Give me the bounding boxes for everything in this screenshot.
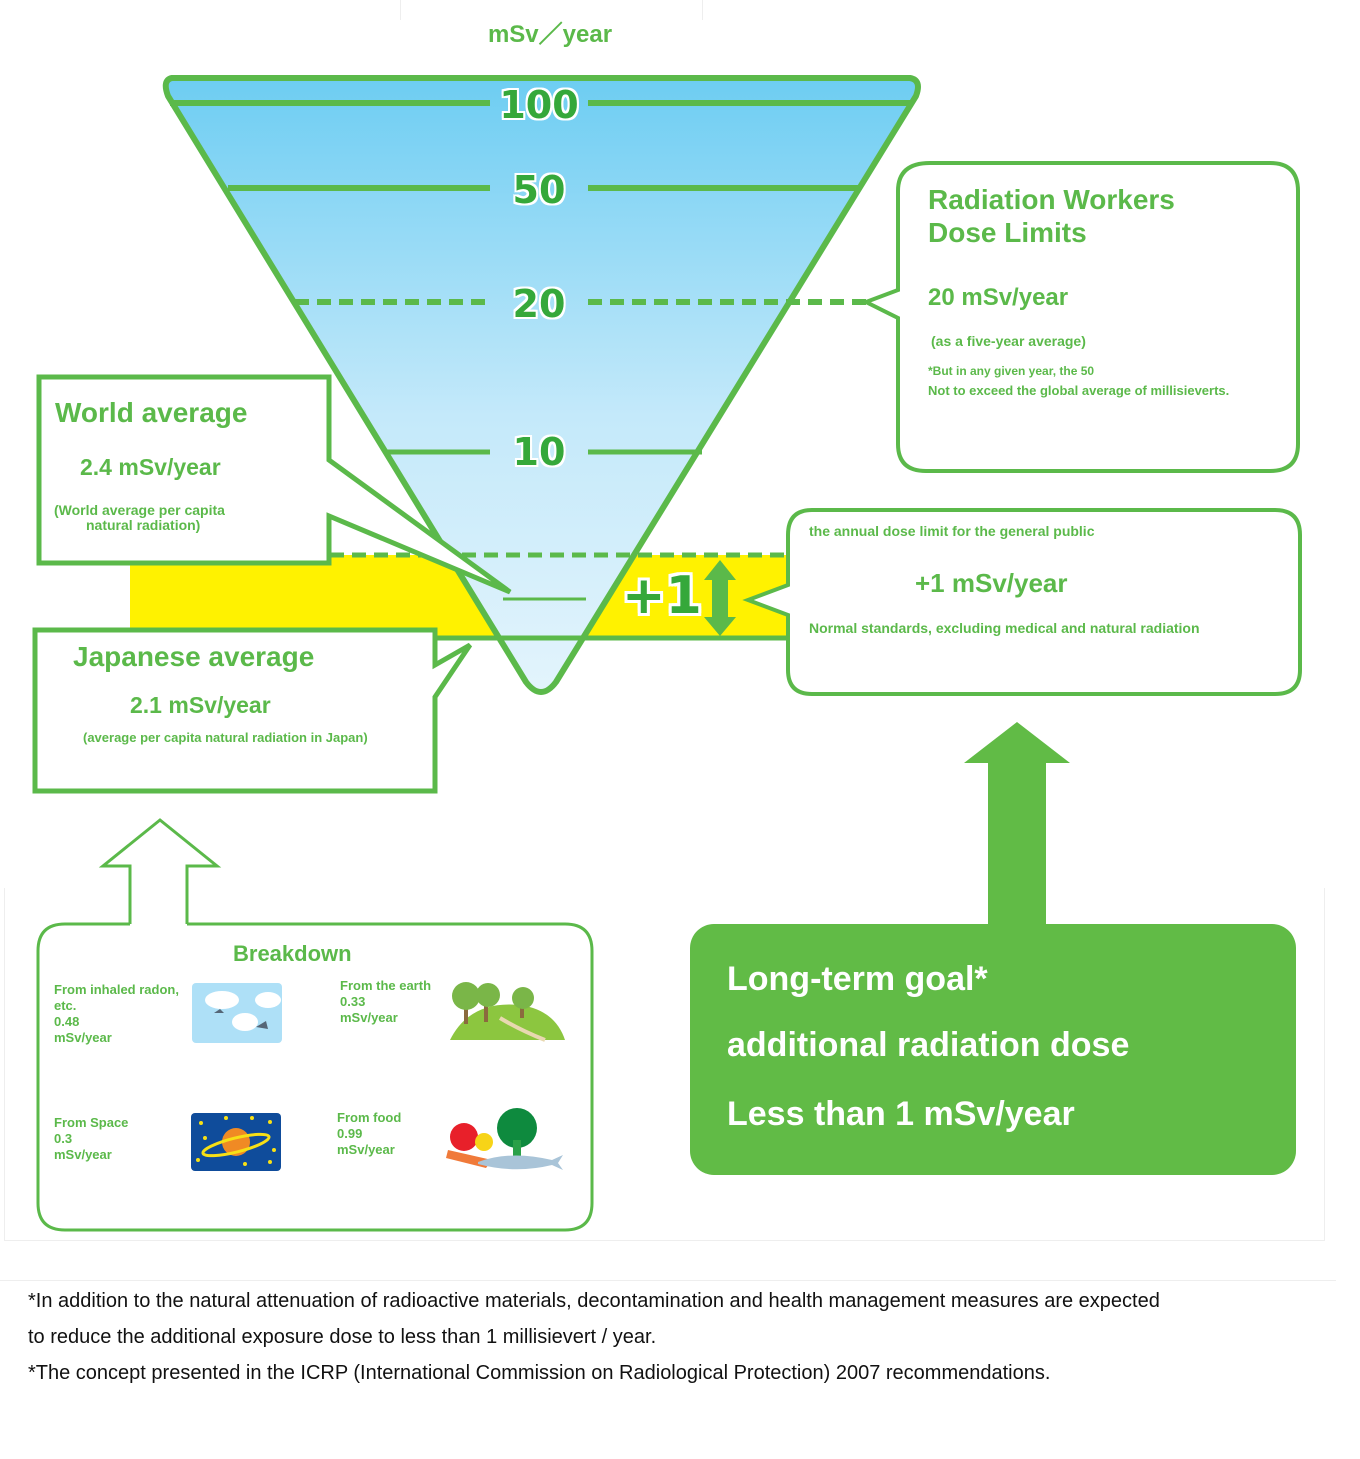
breakdown-item-unit: mSv/year <box>54 1030 112 1045</box>
world-note-line2: natural radiation) <box>86 517 201 533</box>
japan-note: (average per capita natural radiation in… <box>83 730 368 745</box>
footnote-3: *The concept presented in the ICRP (Inte… <box>28 1362 1051 1384</box>
breakdown-title: Breakdown <box>233 941 352 966</box>
breakdown-item-value: 0.33 <box>340 994 366 1009</box>
breakdown-item-unit: mSv/year <box>337 1142 395 1157</box>
breakdown-item-value: 0.3 <box>54 1131 73 1146</box>
goal-box <box>690 924 1296 1175</box>
workers-box-outline <box>861 161 1300 473</box>
world-note-line1: (World average per capita <box>54 502 225 518</box>
goal-line-2: additional radiation dose <box>727 1026 1130 1064</box>
public-box-outline <box>742 508 1302 696</box>
tick-label-10: 10 <box>512 430 566 474</box>
breakdown-item-label: From Space <box>54 1115 129 1130</box>
goal-up-arrow-icon <box>964 722 1070 930</box>
trees-icon <box>450 982 565 1042</box>
frame-line <box>0 1280 1336 1281</box>
workers-value: 20 mSv/year <box>928 284 1069 311</box>
frame-line <box>1324 888 1325 1240</box>
breakdown-item-label: From inhaled radon, <box>54 982 179 997</box>
frame-line <box>4 888 5 1240</box>
breakdown-item-food: From food 0.99 mSv/year <box>337 1110 401 1158</box>
tick-label-50: 50 <box>512 168 566 212</box>
workers-note: (as a five-year average) <box>931 333 1086 349</box>
sky-birds-icon <box>192 983 282 1043</box>
world-title: World average <box>55 397 248 428</box>
dose-funnel <box>162 75 921 695</box>
breakdown-item-value: 0.48 <box>54 1014 80 1029</box>
tick-label-20: 20 <box>512 282 566 326</box>
breakdown-item-space: From Space 0.3 mSv/year <box>54 1115 128 1163</box>
tick-label-100: 100 <box>499 83 579 127</box>
unit-title: mSv／year <box>487 21 613 48</box>
japan-box-outline <box>32 627 473 794</box>
footnote-1: *In addition to the natural attenuation … <box>28 1290 1160 1312</box>
breakdown-item-label: From the earth <box>340 978 432 993</box>
frame-line <box>702 0 703 20</box>
world-box-outline <box>36 374 512 595</box>
frame-line <box>400 0 401 20</box>
food-icon <box>446 1108 563 1170</box>
breakdown-item-value: 0.99 <box>337 1126 363 1141</box>
band-label: +1 <box>622 566 702 626</box>
public-heading: the annual dose limit for the general pu… <box>809 523 1095 539</box>
breakdown-box-outline <box>36 922 594 1232</box>
footnote-2: to reduce the additional exposure dose t… <box>28 1326 657 1348</box>
breakdown-item-radon: From inhaled radon, etc. 0.48 mSv/year <box>54 982 179 1046</box>
workers-title-line1: Radiation Workers <box>928 184 1175 215</box>
breakdown-item-unit: mSv/year <box>340 1010 398 1025</box>
breakdown-item-label: etc. <box>54 998 77 1013</box>
goal-line-3: Less than 1 mSv/year <box>727 1095 1075 1133</box>
workers-footnote-line2: Not to exceed the global average of mill… <box>928 383 1230 398</box>
japan-title: Japanese average <box>73 641 315 672</box>
public-note: Normal standards, excluding medical and … <box>809 620 1200 636</box>
workers-footnote-line1: *But in any given year, the 50 <box>928 364 1095 378</box>
japan-value: 2.1 mSv/year <box>130 692 271 718</box>
breakdown-item-label: From food <box>337 1110 402 1125</box>
breakdown-up-arrow-icon <box>98 818 222 924</box>
breakdown-item-unit: mSv/year <box>54 1147 112 1162</box>
workers-title-line2: Dose Limits <box>928 217 1087 248</box>
frame-line <box>4 1240 1325 1241</box>
double-arrow-icon <box>704 560 736 636</box>
planet-icon <box>191 1113 281 1171</box>
world-value: 2.4 mSv/year <box>80 454 221 480</box>
dose-diagram <box>32 75 1302 1232</box>
breakdown-item-earth: From the earth 0.33 mSv/year <box>340 978 431 1026</box>
public-value: +1 mSv/year <box>915 568 1068 598</box>
goal-line-1: Long-term goal* <box>727 960 988 998</box>
